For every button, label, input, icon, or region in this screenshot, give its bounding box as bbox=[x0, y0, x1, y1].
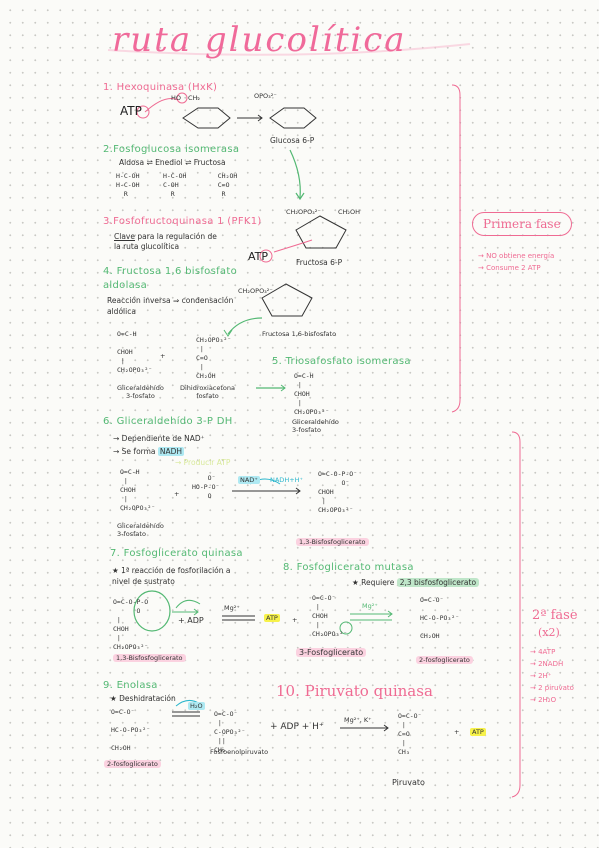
step-8-title: 8. Fosfoglicerato mutasa bbox=[283, 562, 414, 573]
pep-label: Fosfoenolpiruvato bbox=[210, 748, 269, 756]
phase-2-mult: (x2) bbox=[538, 626, 560, 639]
atp-label-10: ATP bbox=[470, 728, 486, 736]
bpg13-structure-2: O≈C-O-P-O O | CHOH | CH₂OPO₃²⁻ bbox=[113, 598, 149, 651]
step-6-ghost: → Producir ATP bbox=[175, 458, 231, 467]
ch2oh-f6p: CH₂OH bbox=[338, 208, 361, 216]
g3p-label-2: Gliceraldehído 3-fosfato bbox=[292, 418, 339, 434]
bpg13-label: 1,3-Bisfosfoglicerato bbox=[296, 538, 369, 546]
step-2-title: 2.Fosfoglucosa isomerasa bbox=[103, 144, 240, 155]
plus-3: + bbox=[292, 616, 298, 624]
step-6-note-1: → Dependiente de NAD⁺ bbox=[113, 434, 205, 443]
pg2-label: 2-fosfoglicerato bbox=[416, 656, 473, 664]
phase-2-item: → 2H⁺ bbox=[530, 672, 552, 680]
pg2-structure-2: O≈C-O⁻ HC-O-PO₃²⁻ CH₂OH bbox=[111, 708, 151, 752]
pg2-label-2: 2-fosfoglicerato bbox=[104, 760, 161, 768]
mg-label-8: Mg²⁺ bbox=[362, 602, 378, 610]
ch2opo3-fbp: CH₂OPO₃²⁻ bbox=[238, 287, 273, 295]
phase-2-item: → 4ATP bbox=[530, 648, 556, 656]
step-6-note-2: → Se forma NADH bbox=[113, 447, 185, 456]
adp-h-label: + ADP + H⁺ bbox=[270, 722, 324, 732]
atp-label-7: ATP bbox=[264, 614, 280, 622]
pep-structure: O≈C-O⁻ | C-OPO₃²⁻ || CH₂ bbox=[214, 710, 246, 754]
mgk-label: Mg²⁺, K⁺ bbox=[344, 716, 372, 724]
step-4-note-2: aldólica bbox=[107, 307, 136, 316]
step-4-title-b: aldolasa bbox=[103, 280, 148, 291]
dhap-structure: CH₂OPO₃²⁻ | C=O | CH₂OH bbox=[196, 336, 232, 380]
page-title: ruta glucolítica bbox=[112, 20, 407, 60]
phase-1-item: → NO obtiene energía bbox=[478, 252, 555, 260]
fructosa16bp-label: Fructosa 1,6-bisfosfato bbox=[262, 330, 337, 338]
step-8-note: ★ Requiere 2,3 bisfosfoglicerato bbox=[352, 578, 480, 587]
nad-label: NAD⁺ bbox=[238, 476, 260, 484]
g3p-structure-2: O≈C-H | CHOH | CH₂OPO₃²⁻ bbox=[294, 372, 330, 416]
phase-2-item: → 2NADH bbox=[530, 660, 564, 668]
opo3-label: OPO₃²⁻ bbox=[254, 92, 277, 100]
piruvato-structure: O≈C-O⁻ | C=O | CH₃ bbox=[398, 712, 422, 756]
step-4-title-a: 4. Fructosa 1,6 bisfosfato bbox=[103, 266, 238, 277]
g3p-label-3: Gliceraldehído 3-fosfato bbox=[117, 522, 164, 538]
pg3-label: 3-Fosfoglicerato bbox=[296, 648, 367, 657]
plus-2: + bbox=[174, 490, 180, 498]
step-6-title: 6. Gliceraldehído 3-P DH bbox=[103, 416, 233, 427]
pg3-structure: O≈C-O⁻ | CHOH | CH₂OPO₃²⁻ bbox=[312, 594, 348, 638]
ch2-label: CH₂ bbox=[188, 94, 201, 102]
phase-2-item: → 2H₂O bbox=[530, 696, 557, 704]
ho-label: HO bbox=[171, 94, 182, 102]
step-3-title: 3.Fosfofructoquinasa 1 (PFK1) bbox=[103, 216, 262, 227]
step-3-note-1: Clave para la regulación de bbox=[114, 232, 217, 241]
step-4-note-1: Reacción inversa ⇒ condensación bbox=[107, 296, 234, 305]
adp-label-7: + ADP bbox=[178, 616, 204, 625]
phase-2-list: → 4ATP → 2NADH → 2H⁺ → 2 piruvato → 2H₂O bbox=[530, 646, 574, 706]
atp-label-3: ATP bbox=[248, 250, 269, 263]
dhap-label: Dihidroxiacetona fosfato bbox=[180, 384, 236, 400]
step-7-title: 7. Fosfoglicerato quinasa bbox=[110, 548, 243, 559]
step-7-note-1: ★ 1ª reacción de fosforilación a bbox=[112, 566, 231, 575]
step-10-title: 10. Piruvato quinasa bbox=[276, 682, 433, 700]
step-9-title: 9. Enolasa bbox=[103, 680, 158, 691]
step-5-title: 5. Triosafosfato isomerasa bbox=[272, 356, 411, 367]
phase-1-item: → Consume 2 ATP bbox=[478, 264, 541, 272]
phase-2-item: → 2 piruvato bbox=[530, 684, 574, 692]
step-7-note-2: nivel de sustrato bbox=[112, 577, 175, 586]
atp-label-1: ATP bbox=[120, 104, 142, 118]
plus-1: + bbox=[160, 352, 166, 360]
step-3-note-2: la ruta glucolítica bbox=[114, 242, 180, 251]
g3p-structure: O≈C-H CHOH | CH₂OPO₃²⁻ bbox=[117, 330, 153, 374]
piruvato-label: Piruvato bbox=[392, 778, 425, 787]
ch2opo3-f6p: CH₂OPO₃²⁻ bbox=[286, 208, 321, 216]
phase-1-title: Primera fase bbox=[472, 212, 572, 236]
bpg13-label-2: 1,3-Bisfosfoglicerato bbox=[113, 654, 186, 662]
plus-4: + bbox=[454, 728, 460, 736]
step-2-note: Aldosa ⇌ Enediol ⇌ Fructosa bbox=[119, 158, 226, 167]
g3p-label-1: Gliceraldehído 3-fosfato bbox=[117, 384, 164, 400]
fructosa6p-label: Fructosa 6-P bbox=[296, 258, 343, 267]
pg2-structure: O≈C-O⁻ HC-O-PO₃²⁻ CH₂OH bbox=[420, 596, 460, 640]
pi-structure: O⁻ HO-P-O⁻ O bbox=[192, 474, 220, 500]
step-9-note: ★ Deshidratación bbox=[110, 694, 176, 703]
nadh-label: NADH+H⁺ bbox=[270, 476, 303, 484]
h2o-label: H₂O bbox=[188, 702, 205, 710]
mg-label-7: Mg²⁺ bbox=[224, 604, 240, 612]
phase-2-title: 2ª fase bbox=[532, 608, 578, 623]
glucosa6p-label: Glucosa 6-P bbox=[270, 136, 315, 145]
g3p-structure-3: O≈C-H | CHOH | CH₂OPO₃²⁻ bbox=[120, 468, 156, 512]
bpg13-structure: O≈C-O-P-O⁻ O⁻ CHOH | CH₂OPO₃²⁻ bbox=[318, 470, 358, 514]
phase-1-list: → NO obtiene energía → Consume 2 ATP bbox=[478, 250, 554, 274]
step-2-structures: H-C-OH H-C-OH CH₂OH H-C-OH C-OH C=O R R … bbox=[116, 172, 238, 198]
step-1-title: 1. Hexoquinasa (HxK) bbox=[103, 82, 218, 93]
